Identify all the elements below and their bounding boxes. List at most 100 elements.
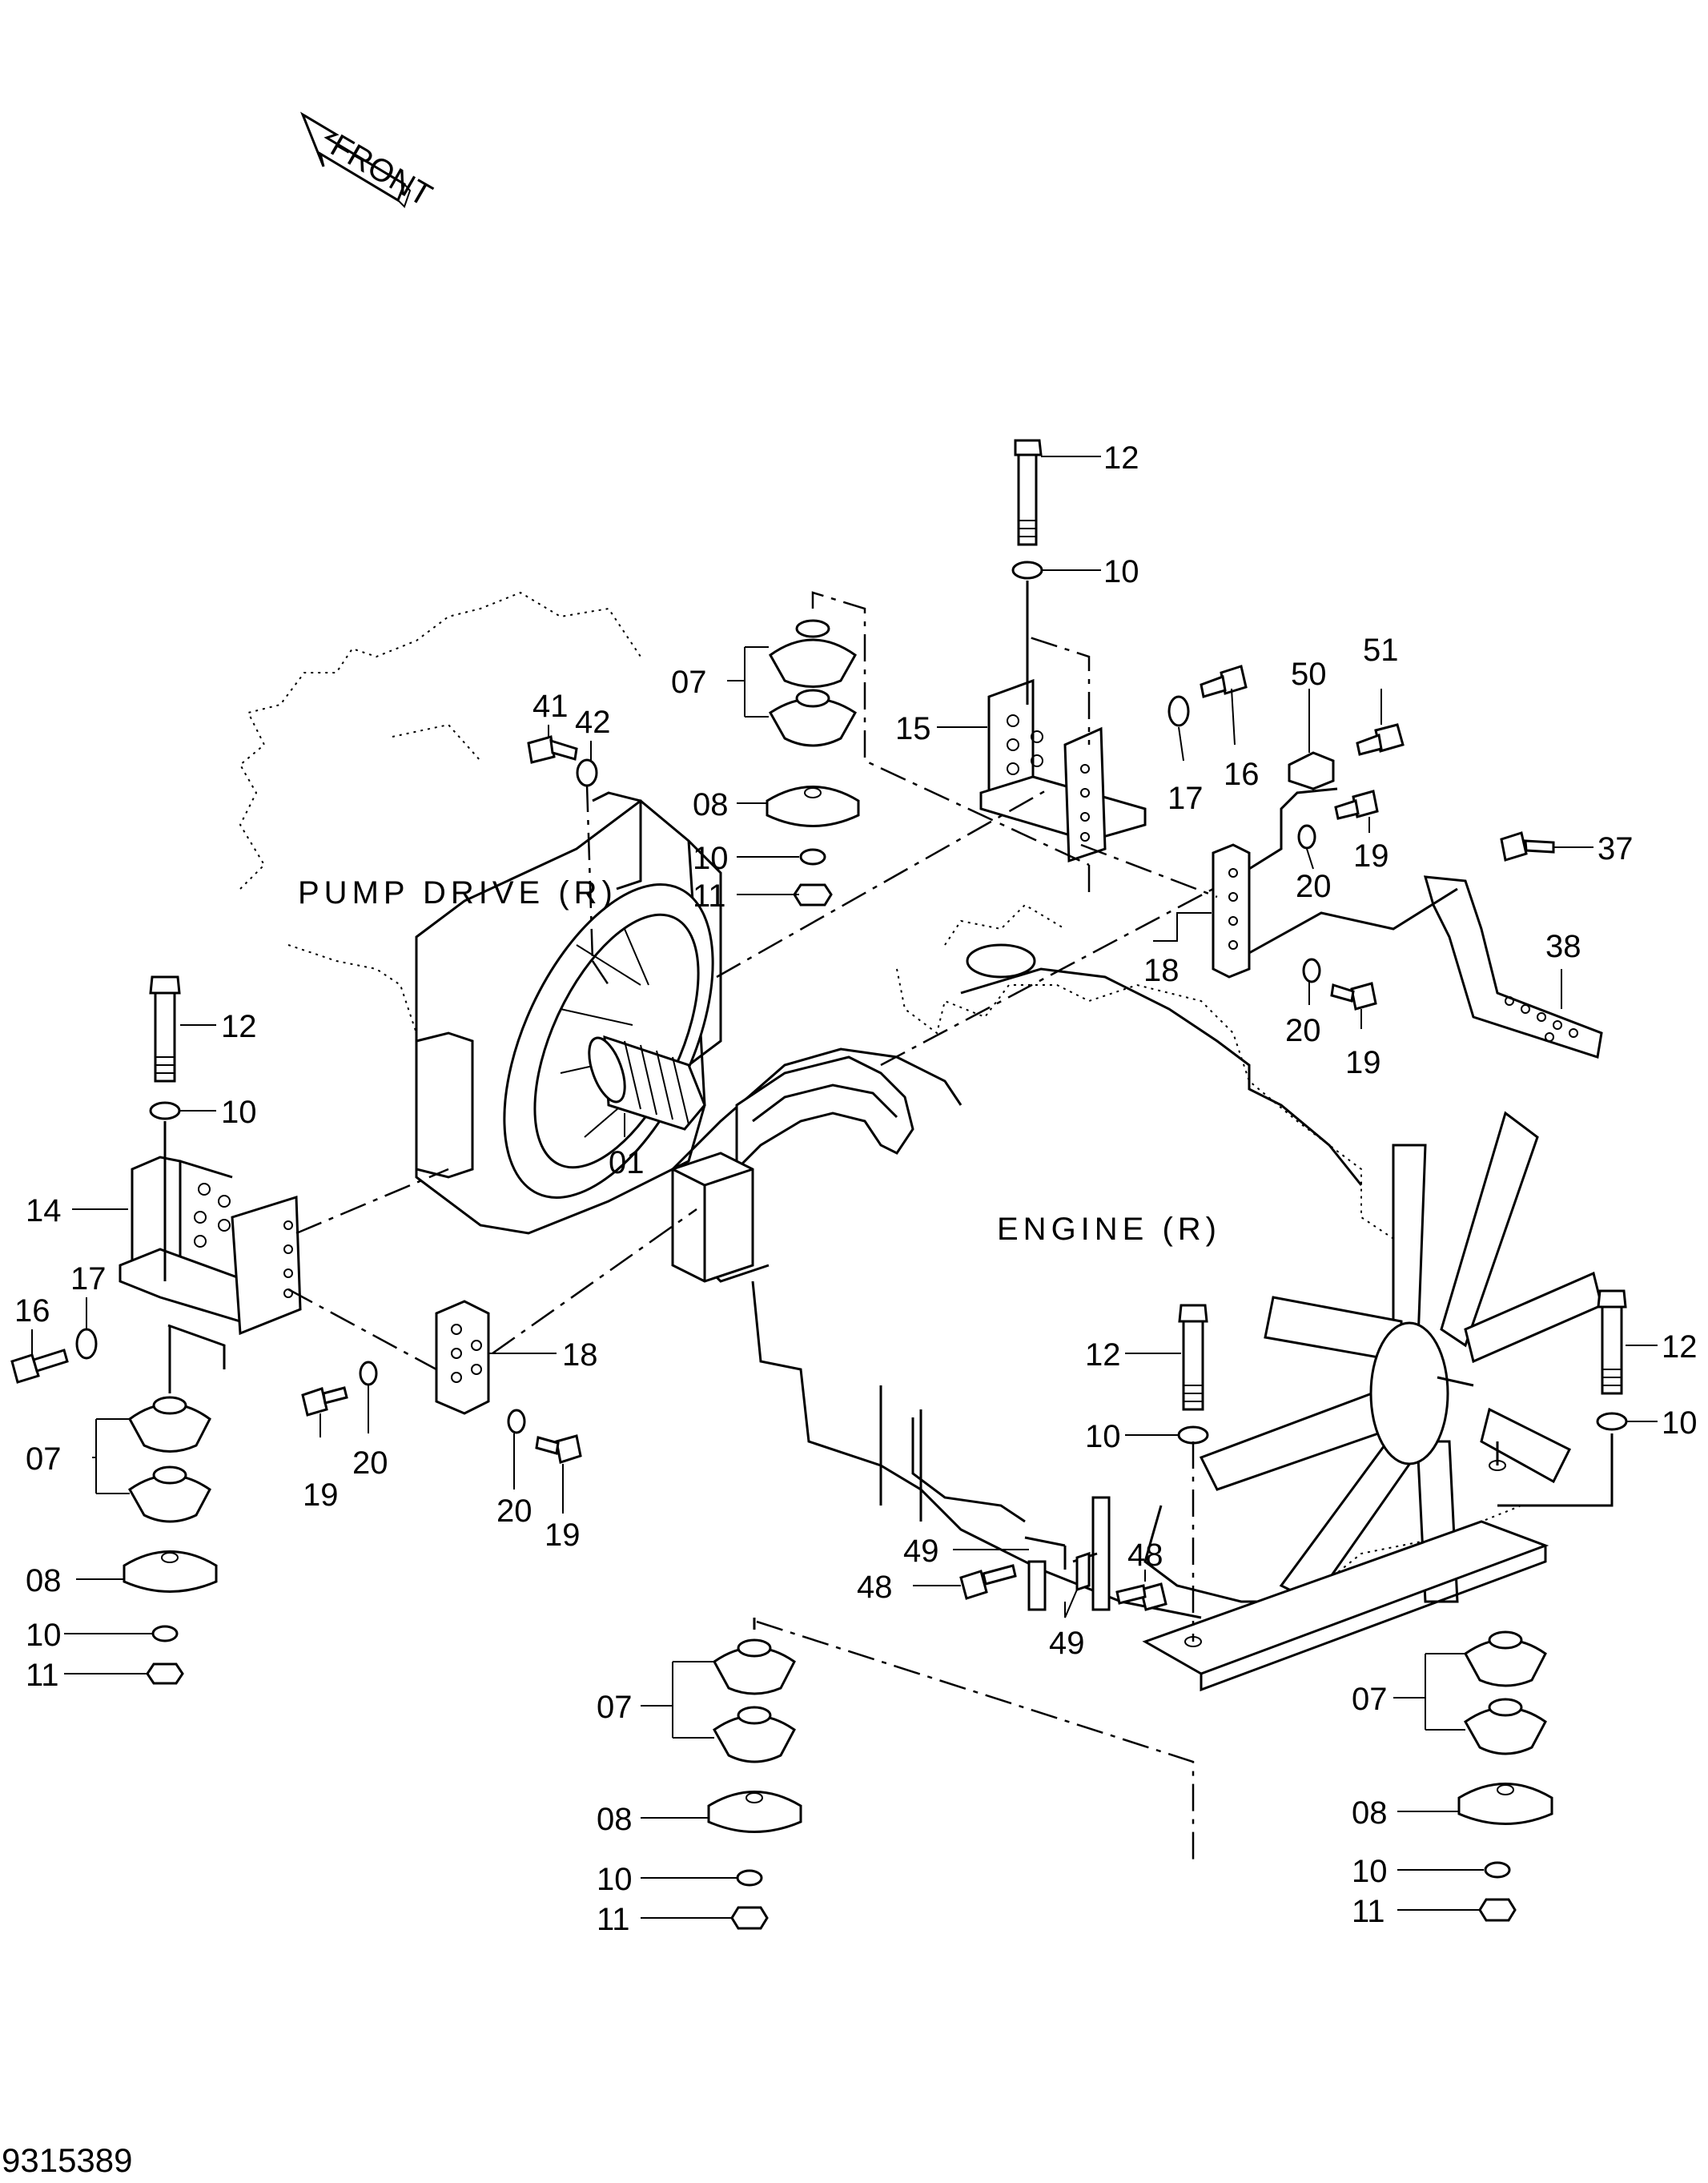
callout-49: 49 bbox=[1049, 1626, 1085, 1661]
pump-drive-body bbox=[239, 591, 722, 1235]
callout-20: 20 bbox=[352, 1445, 388, 1481]
bolt-48-left bbox=[959, 1564, 1017, 1600]
callout-07: 07 bbox=[671, 665, 707, 700]
callout-42: 42 bbox=[575, 705, 611, 740]
callout-49: 49 bbox=[903, 1534, 939, 1569]
callout-12: 12 bbox=[1085, 1337, 1121, 1373]
callout-48: 48 bbox=[857, 1570, 893, 1605]
callout-12: 12 bbox=[1103, 440, 1139, 476]
callout-16: 16 bbox=[1224, 757, 1260, 792]
callout-08: 08 bbox=[597, 1802, 633, 1837]
callout-10: 10 bbox=[26, 1618, 62, 1653]
callout-11: 11 bbox=[693, 878, 726, 914]
rubber-mount-07-bottom bbox=[707, 1638, 802, 1930]
drive-shaft bbox=[588, 1035, 706, 1131]
pump-drive-label: PUMP DRIVE (R) bbox=[298, 875, 617, 911]
callout-01: 01 bbox=[609, 1145, 645, 1180]
engine-label: ENGINE (R) bbox=[997, 1212, 1221, 1247]
drawing-number: 9315389 bbox=[2, 2141, 133, 2179]
washer-20-top bbox=[1297, 824, 1316, 850]
callout-10: 10 bbox=[693, 841, 729, 876]
bolt-19-mid bbox=[1330, 982, 1377, 1011]
washer-20-lower bbox=[507, 1409, 526, 1434]
callout-15: 15 bbox=[895, 711, 931, 746]
callout-16: 16 bbox=[14, 1293, 50, 1329]
bolt-12-center bbox=[1178, 1304, 1208, 1411]
rubber-mount-07-left bbox=[123, 1396, 218, 1685]
callout-48: 48 bbox=[1127, 1538, 1163, 1573]
washer-10-top bbox=[1011, 561, 1043, 580]
callout-18: 18 bbox=[562, 1337, 598, 1373]
washer-42 bbox=[576, 758, 598, 787]
callout-20: 20 bbox=[496, 1494, 532, 1529]
front-label: FRONT bbox=[325, 128, 438, 214]
callout-20: 20 bbox=[1296, 869, 1332, 904]
bolt-16-left bbox=[10, 1349, 69, 1384]
washer-20-mid bbox=[1302, 958, 1321, 983]
callout-17: 17 bbox=[70, 1261, 106, 1297]
callout-08: 08 bbox=[26, 1563, 62, 1598]
washer-10-right bbox=[1596, 1412, 1628, 1431]
callout-labels: 12 10 07 15 08 10 11 41 42 17 16 50 51 1… bbox=[14, 440, 1698, 1937]
bolt-12-right bbox=[1597, 1289, 1627, 1395]
callout-20: 20 bbox=[1285, 1013, 1321, 1048]
callout-18: 18 bbox=[1143, 953, 1180, 988]
bracket-50 bbox=[1288, 751, 1335, 790]
oil-pipes bbox=[1024, 1496, 1111, 1611]
washer-17-top bbox=[1167, 695, 1190, 727]
bolt-12-left bbox=[149, 975, 181, 1083]
callout-12: 12 bbox=[221, 1009, 257, 1044]
bracket-15 bbox=[979, 678, 1147, 863]
callout-37: 37 bbox=[1597, 831, 1634, 866]
callout-12: 12 bbox=[1662, 1329, 1698, 1365]
bracket-38 bbox=[1423, 875, 1603, 1059]
bolt-41 bbox=[527, 735, 578, 764]
callout-10: 10 bbox=[1085, 1419, 1121, 1454]
callout-17: 17 bbox=[1167, 781, 1204, 816]
engine-body: ENGINE (R) bbox=[671, 903, 1522, 1619]
callout-10: 10 bbox=[597, 1862, 633, 1897]
callout-19: 19 bbox=[1345, 1045, 1381, 1080]
callout-11: 11 bbox=[1352, 1894, 1385, 1929]
callout-07: 07 bbox=[26, 1441, 62, 1477]
callout-10: 10 bbox=[1352, 1854, 1388, 1889]
callout-41: 41 bbox=[532, 689, 569, 724]
radiator-fan bbox=[1199, 1111, 1603, 1603]
bolt-12-top bbox=[1014, 439, 1043, 546]
callout-19: 19 bbox=[545, 1518, 581, 1553]
bracket-18-upper bbox=[1212, 843, 1251, 979]
callout-08: 08 bbox=[1352, 1795, 1388, 1831]
bolt-37 bbox=[1500, 831, 1555, 862]
callout-50: 50 bbox=[1291, 657, 1327, 692]
engine-top bbox=[960, 943, 1363, 1186]
engine-mount-plate bbox=[1142, 1441, 1549, 1692]
bolt-19-top bbox=[1334, 790, 1379, 820]
callout-07: 07 bbox=[597, 1690, 633, 1725]
callout-19: 19 bbox=[1353, 838, 1389, 874]
clip-49 bbox=[1075, 1551, 1091, 1592]
callout-10: 10 bbox=[1662, 1405, 1698, 1441]
washer-17-left bbox=[75, 1328, 98, 1360]
callout-38: 38 bbox=[1545, 929, 1581, 964]
washer-10-center bbox=[1177, 1425, 1209, 1445]
callout-08: 08 bbox=[693, 787, 729, 822]
callout-11: 11 bbox=[26, 1658, 59, 1693]
callout-19: 19 bbox=[303, 1477, 339, 1513]
bolt-19-lower bbox=[535, 1434, 582, 1464]
leader-lines bbox=[31, 456, 1658, 1919]
washer-20-left bbox=[359, 1361, 378, 1386]
front-arrow-icon: FRONT bbox=[299, 111, 438, 214]
alignment-lines bbox=[163, 581, 1614, 1866]
callout-10: 10 bbox=[221, 1095, 257, 1130]
callout-07: 07 bbox=[1352, 1682, 1388, 1717]
callout-14: 14 bbox=[26, 1193, 62, 1228]
bracket-18-lower bbox=[435, 1300, 490, 1415]
rubber-mount-07-top bbox=[766, 619, 860, 907]
callout-10: 10 bbox=[1103, 554, 1139, 589]
washer-10-left bbox=[149, 1101, 181, 1120]
rubber-mount-07-right bbox=[1457, 1630, 1553, 1922]
bracket-14 bbox=[119, 1156, 302, 1336]
callout-11: 11 bbox=[597, 1902, 630, 1937]
callout-51: 51 bbox=[1363, 633, 1399, 668]
